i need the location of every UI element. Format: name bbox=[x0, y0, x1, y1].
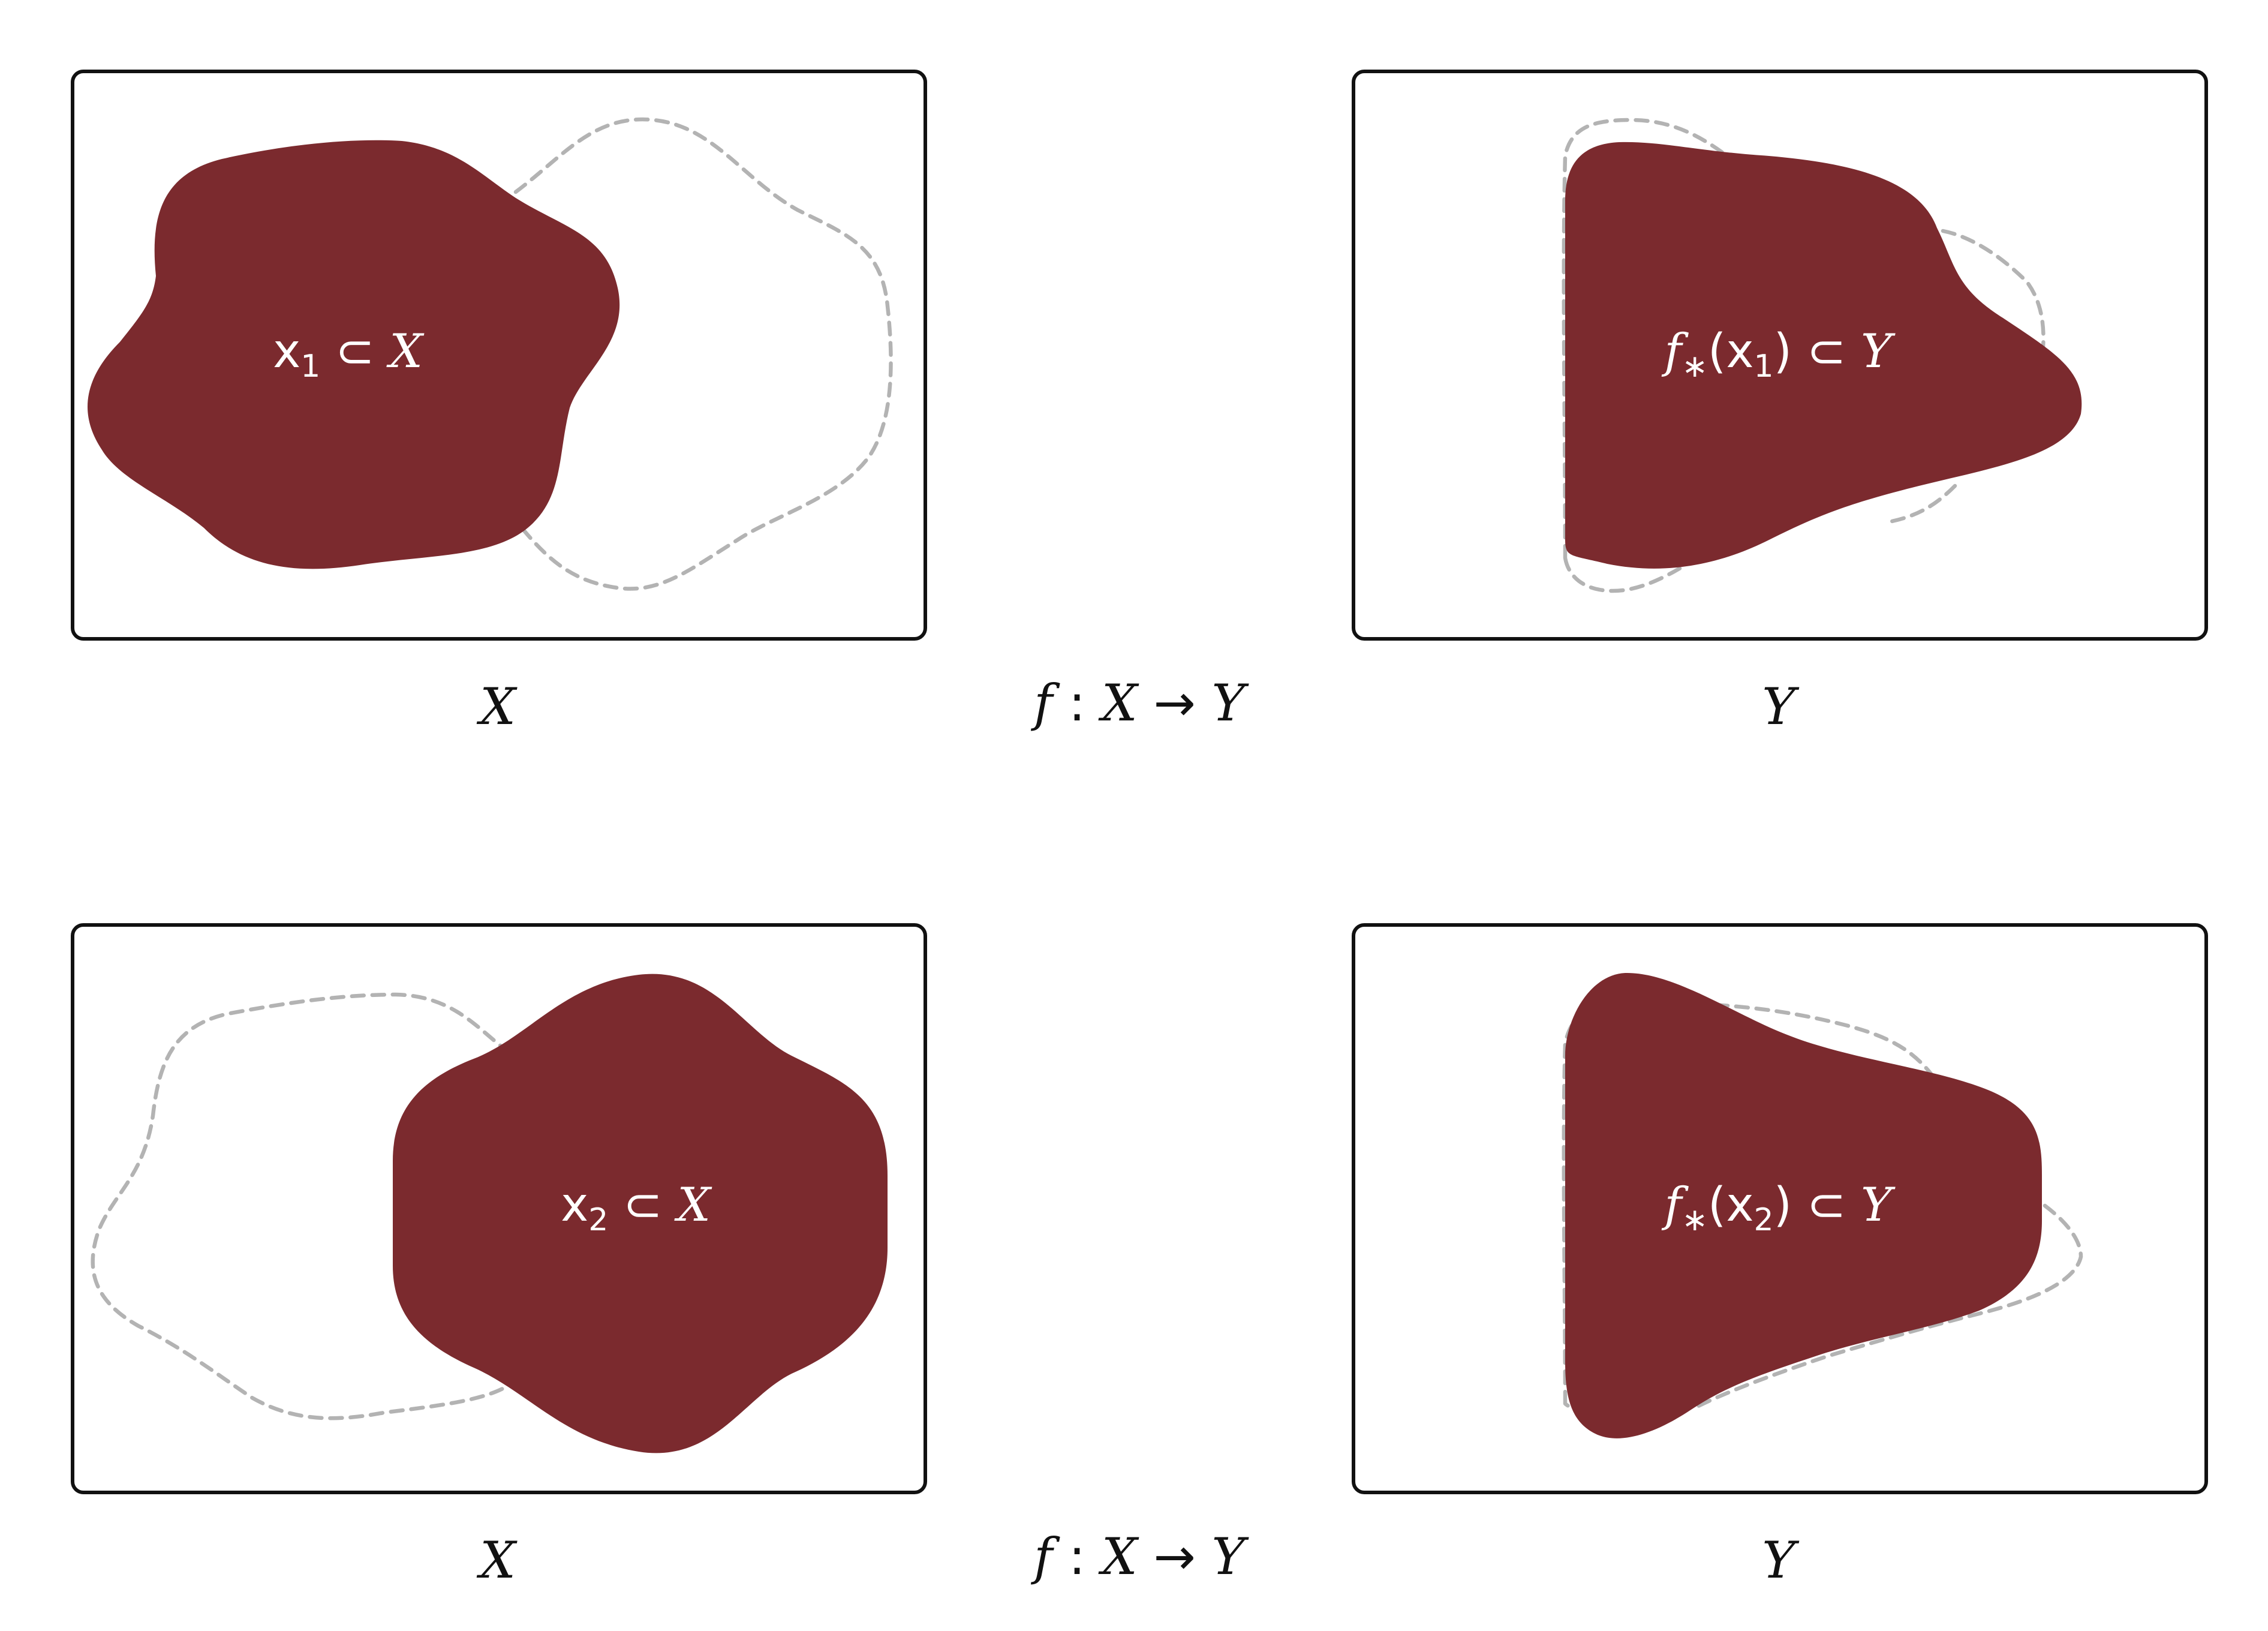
map-label: f : X → Y bbox=[1030, 1527, 1249, 1586]
other-subset-outline bbox=[91, 992, 524, 1420]
domain-panel-2: x2 ⊂ X bbox=[71, 923, 927, 1494]
image-label: f∗(x2) ⊂ Y bbox=[1661, 1178, 1896, 1238]
codomain-panel-1: f∗(x1) ⊂ Y bbox=[1352, 70, 2208, 641]
codomain-caption: Y bbox=[1762, 1531, 1800, 1590]
subset-label: x2 ⊂ X bbox=[561, 1178, 712, 1238]
codomain-caption: Y bbox=[1762, 677, 1800, 736]
domain-panel-1: x1 ⊂ X bbox=[71, 70, 927, 641]
image-region bbox=[1565, 142, 2082, 569]
codomain-panel-2: f∗(x2) ⊂ Y bbox=[1352, 923, 2208, 1494]
subset-region bbox=[88, 140, 620, 569]
row-1: x1 ⊂ X X f : X → Y f∗(x1) ⊂ Y Y bbox=[71, 70, 2208, 736]
subset-region bbox=[393, 974, 888, 1453]
image-label: f∗(x1) ⊂ Y bbox=[1661, 325, 1896, 385]
other-subset-outline bbox=[513, 117, 893, 591]
map-label: f : X → Y bbox=[1030, 674, 1249, 732]
domain-caption: X bbox=[476, 1531, 518, 1590]
image-region bbox=[1565, 972, 2042, 1438]
subset-label: x1 ⊂ X bbox=[273, 325, 425, 385]
domain-caption: X bbox=[476, 677, 518, 736]
row-2: x2 ⊂ X X f : X → Y f∗(x2) ⊂ Y Y bbox=[71, 923, 2208, 1590]
